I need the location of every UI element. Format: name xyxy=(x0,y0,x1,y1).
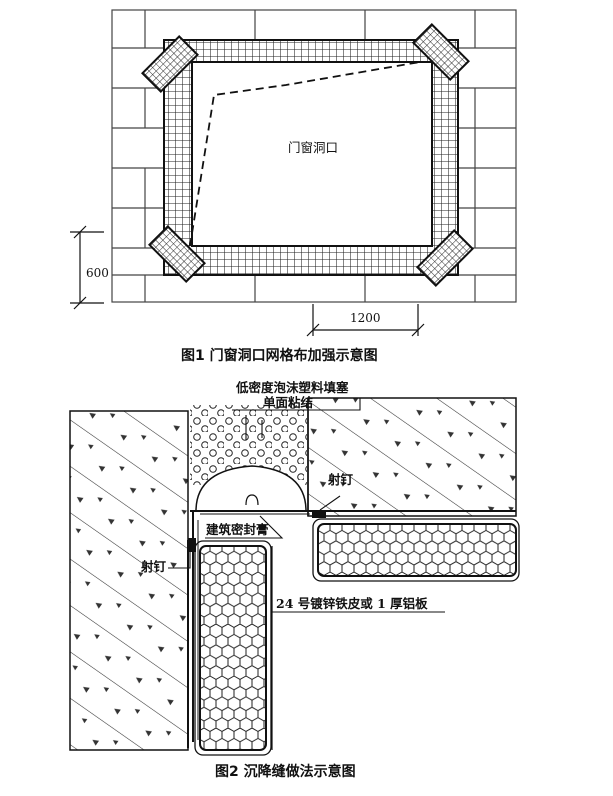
figure1-diagram: 门窗洞口 600 1200 图1 门窗洞口网格布加强示意图 xyxy=(70,9,517,364)
dimension-width-label: 1200 xyxy=(350,311,381,325)
corner-patch-top-left xyxy=(141,35,199,93)
corner-patch-bottom-left xyxy=(148,225,206,283)
dimension-width xyxy=(306,304,425,337)
dimension-height xyxy=(70,225,104,310)
corner-patch-bottom-right xyxy=(416,229,474,287)
window-door-opening xyxy=(191,61,433,247)
dashed-crack-line xyxy=(189,61,421,247)
label-nail-left: 射钉 xyxy=(140,559,167,574)
sealant-bulge xyxy=(195,465,307,512)
label-sealant: 建筑密封膏 xyxy=(206,522,269,537)
corner-patch-top-right xyxy=(412,23,470,81)
left-concrete-wall xyxy=(69,410,189,751)
opening-label: 门窗洞口 xyxy=(288,140,338,155)
label-bond: 单面粘结 xyxy=(263,395,314,410)
right-concrete-slab xyxy=(307,397,517,517)
figure1-caption: 图1 门窗洞口网格布加强示意图 xyxy=(181,347,378,364)
figure2-diagram: 低密度泡沫塑料填塞 单面粘结 射钉 建筑密封膏 射钉 24 号镀锌铁皮或 1 厚… xyxy=(69,380,520,780)
label-foam: 低密度泡沫塑料填塞 xyxy=(235,380,349,395)
label-nail-right: 射钉 xyxy=(327,472,354,487)
dimension-height-label: 600 xyxy=(86,266,109,280)
label-sheet: 24 号镀锌铁皮或 1 厚铝板 xyxy=(276,596,428,611)
right-insulation-panel xyxy=(317,523,517,577)
left-insulation-panel xyxy=(199,545,267,751)
sealant-right xyxy=(312,510,326,518)
sealant-left xyxy=(188,538,196,552)
corner-mesh-patches xyxy=(141,23,474,287)
leader-lines xyxy=(168,398,445,613)
figure2-caption: 图2 沉降缝做法示意图 xyxy=(215,763,356,780)
